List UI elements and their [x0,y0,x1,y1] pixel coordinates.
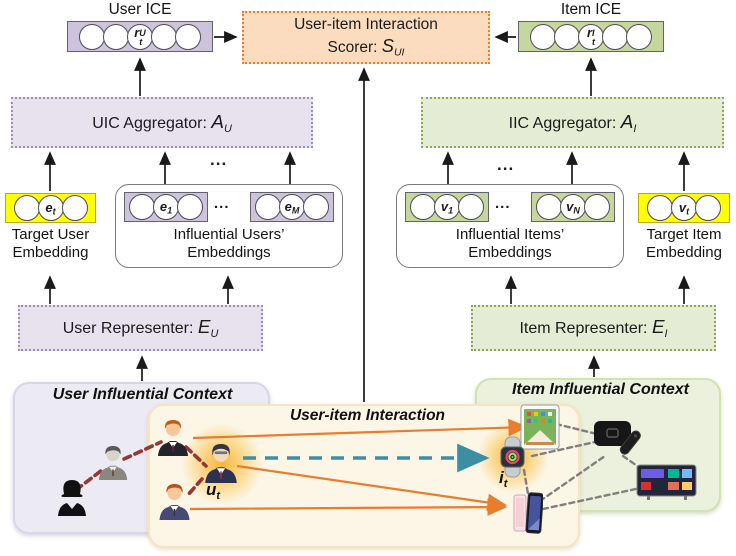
vector-cell [177,194,203,220]
businessman-icon [158,420,188,456]
ellipsis: ... [497,155,515,174]
vector-cell [626,23,652,50]
young-man-icon [159,484,190,520]
influential-users-label: Influential Users’ Embeddings [173,226,285,262]
vector-cell [554,23,580,50]
vector-cell [61,195,88,221]
vector-cell [255,194,281,220]
influential-item-vector-last: vN [531,192,615,222]
vector-cell: vt [671,195,697,221]
influential-items-label: Influential Items’ Embeddings [455,226,565,262]
vector-cell [695,195,721,221]
vector-cell [13,195,40,221]
vector-cell: v1 [434,194,460,220]
vector-cell [303,194,329,220]
target-item-embedding-label: Target Item Embedding [646,226,722,262]
vector-cell: vN [560,194,586,220]
ellipsis: ... [210,150,228,169]
vector-cell [584,194,610,220]
influential-item-vector-first: v1 [405,192,489,222]
vector-cell: et [37,195,64,221]
woman-user-icon [58,480,86,516]
interaction-scorer-box: User-item Interaction Scorer: SUI [242,11,490,64]
target-item-node-label: it [499,468,508,490]
scorer-line1: User-item Interaction [294,16,438,34]
vector-cell [458,194,484,220]
smart-tv-icon [636,464,697,500]
vector-cell [530,23,556,50]
ellipsis: ... [495,195,511,212]
user-context-label: User Influential Context [52,386,233,403]
ellipsis: ... [214,195,230,212]
user-ice-label: User ICE [108,1,172,18]
vector-cell [151,23,177,50]
target-item-embedding-vector: vt [638,193,730,223]
smartphone-icon [513,492,543,534]
vector-cell [536,194,562,220]
influential-user-vector-last: eM [250,192,334,222]
influential-user-vector-first: e1 [124,192,208,222]
scorer-line2: Scorer: [327,38,382,56]
target-user-embedding-vector: et [5,193,96,223]
vector-cell: eM [279,194,305,220]
iic-aggregator-box: IIC Aggregator: AI [421,97,724,148]
smartwatch-icon [500,436,525,478]
apple-tv-icon [594,421,641,455]
target-user-icon [205,444,237,483]
vector-cell [129,194,155,220]
vector-cell: e1 [153,194,179,220]
vector-cell [103,23,129,50]
target-user-node-label: ut [206,480,221,502]
item-ice-label: Item ICE [560,1,622,18]
uic-aggregator-box: UIC Aggregator: AU [11,97,313,148]
item-context-label: Item Influential Context [512,381,689,398]
user-representer-box: User Representer: EU [18,305,263,351]
vector-cell [647,195,673,221]
vector-cell [175,23,201,50]
vector-cell [410,194,436,220]
item-representer-box: Item Representer: EI [471,305,716,351]
target-user-embedding-label: Target User Embedding [11,226,90,262]
vector-cell [602,23,628,50]
vector-cell [79,23,105,50]
tablet-icon [520,404,560,450]
gray-businessman-icon [98,445,128,480]
interaction-label: User-item Interaction [289,407,446,424]
